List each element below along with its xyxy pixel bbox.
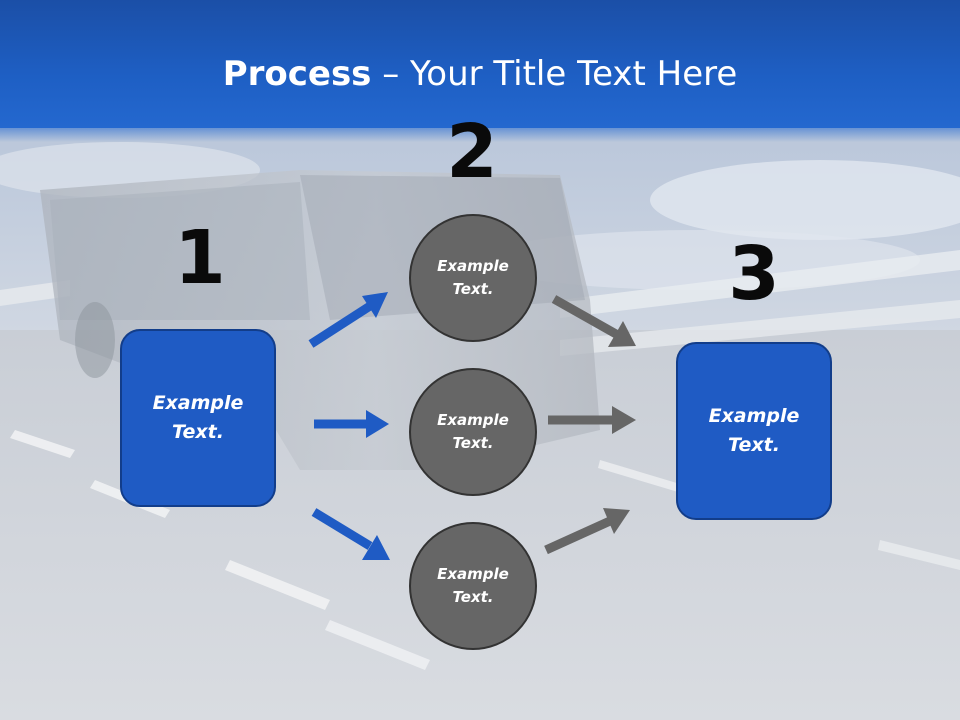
- step-1-text: Example Text.: [152, 392, 244, 443]
- step-1-number: 1: [174, 215, 226, 301]
- step-2-circle-bottom: Example Text.: [409, 522, 537, 650]
- title-rest: – Your Title Text Here: [371, 54, 738, 94]
- circle-bottom-text: Example Text.: [437, 565, 509, 606]
- circle-top-text: Example Text.: [437, 257, 509, 298]
- step-2-number: 2: [446, 109, 498, 195]
- step-3-text: Example Text.: [708, 405, 800, 456]
- slide-title: Process – Your Title Text Here: [0, 52, 960, 96]
- title-bold: Process: [222, 54, 372, 94]
- step-1-box: Example Text.: [120, 329, 276, 507]
- step-2-circle-middle: Example Text.: [409, 368, 537, 496]
- step-3-number: 3: [728, 231, 780, 317]
- step-2-circle-top: Example Text.: [409, 214, 537, 342]
- step-3-box: Example Text.: [676, 342, 832, 520]
- circle-middle-text: Example Text.: [437, 411, 509, 452]
- title-band: [0, 0, 960, 142]
